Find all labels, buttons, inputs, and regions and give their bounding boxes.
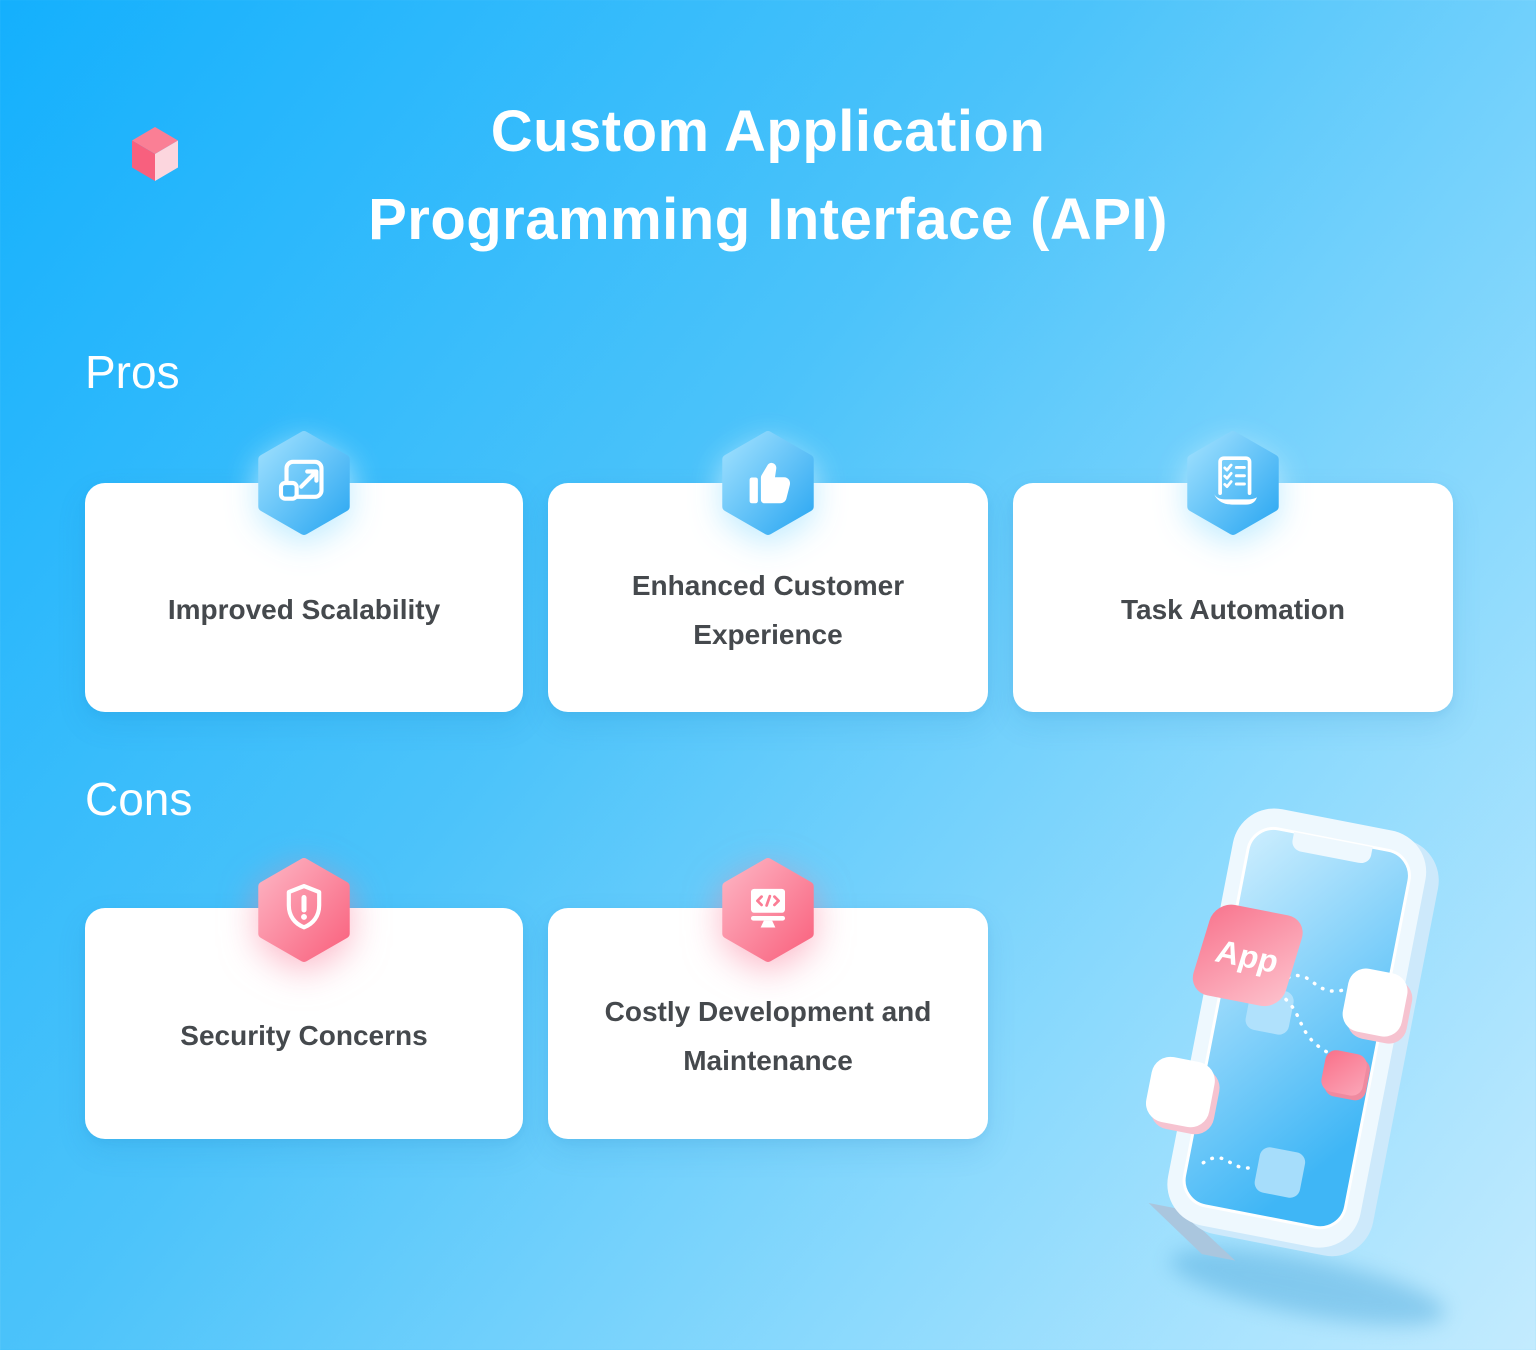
page-title-line1: Custom Application — [490, 99, 1046, 164]
phone-illustration: App — [1145, 808, 1446, 1326]
dotted-connector — [1201, 973, 1345, 1170]
card-label: Improved Scalability — [167, 594, 441, 626]
chat-blob-right — [1342, 968, 1413, 1044]
app-badge: App — [1192, 904, 1303, 1007]
thumbs-up-icon — [722, 431, 814, 535]
card-label: Security Concerns — [180, 1020, 428, 1052]
code-monitor-icon — [722, 858, 814, 962]
shield-alert-icon — [258, 858, 350, 962]
pink-chip — [1321, 1050, 1370, 1101]
cube-logo-icon — [132, 127, 178, 181]
page-title-line2: Programming Interface (API) — [368, 187, 1168, 252]
card-label: Costly Development and Maintenance — [604, 996, 932, 1076]
phone-notch — [1292, 831, 1373, 864]
card-label: Enhanced Customer Experience — [631, 570, 905, 650]
pros-heading: Pros — [85, 346, 180, 398]
cons-heading: Cons — [85, 773, 193, 825]
phone-shadow — [1170, 1248, 1446, 1326]
phone-stand — [1148, 1203, 1236, 1261]
screen-tile — [1254, 1147, 1306, 1198]
checklist-icon — [1187, 431, 1279, 535]
scale-expand-icon — [258, 431, 350, 535]
chat-blob-left — [1145, 1056, 1220, 1135]
card-label: Task Automation — [1120, 594, 1345, 626]
page-title: Custom Application Programming Interface… — [0, 88, 1536, 264]
